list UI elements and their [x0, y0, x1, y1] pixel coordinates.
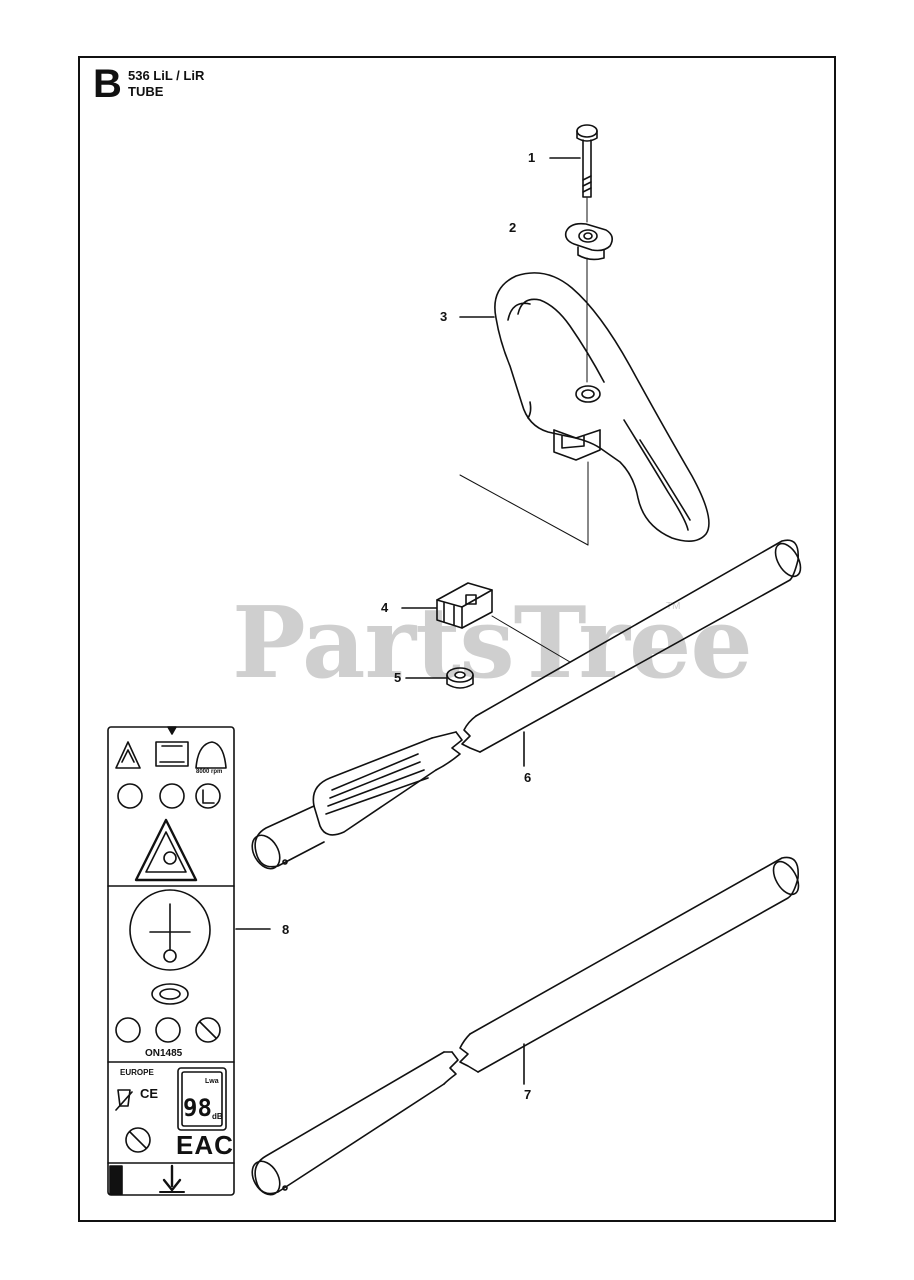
part-3-loop-handle[interactable] — [494, 272, 710, 542]
callout-2: 2 — [509, 220, 517, 235]
callout-4: 4 — [381, 600, 389, 615]
watermark-tm: TM — [666, 601, 681, 612]
section-title: TUBE — [128, 84, 164, 99]
axis-line-3a — [459, 474, 589, 546]
decal-code: ON1485 — [145, 1048, 183, 1059]
part-4-clamp[interactable] — [436, 582, 493, 629]
callout-6: 6 — [524, 770, 532, 785]
callout-5: 5 — [394, 670, 402, 685]
decal-sound-level: 98 — [183, 1094, 212, 1122]
callout-7: 7 — [524, 1087, 532, 1102]
part-2-nut-plate[interactable] — [564, 222, 614, 261]
callout-1: 1 — [528, 150, 536, 165]
decal-sound-unit: dB — [212, 1112, 223, 1121]
section-letter: B — [93, 62, 122, 106]
decal-ce-mark: CE — [140, 1086, 159, 1101]
decal-rpm: 8000 rpm — [196, 769, 223, 775]
part-1-bolt[interactable] — [576, 124, 598, 198]
drawing-frame — [78, 56, 836, 1222]
part-5-nut[interactable] — [446, 667, 474, 689]
model-title: 536 LiL / LiR — [128, 68, 205, 83]
callout-8: 8 — [282, 922, 290, 937]
part-7-tube-lower[interactable] — [247, 856, 804, 1199]
decal-eac-mark: EAC — [176, 1130, 234, 1160]
part-6-tube-upper[interactable] — [247, 539, 806, 873]
callout-3: 3 — [440, 309, 448, 324]
decal-region: EUROPE — [120, 1068, 154, 1077]
part-8-decal[interactable] — [107, 726, 235, 1196]
decal-lwa: Lwa — [205, 1078, 219, 1085]
axis-line-4 — [491, 615, 571, 663]
